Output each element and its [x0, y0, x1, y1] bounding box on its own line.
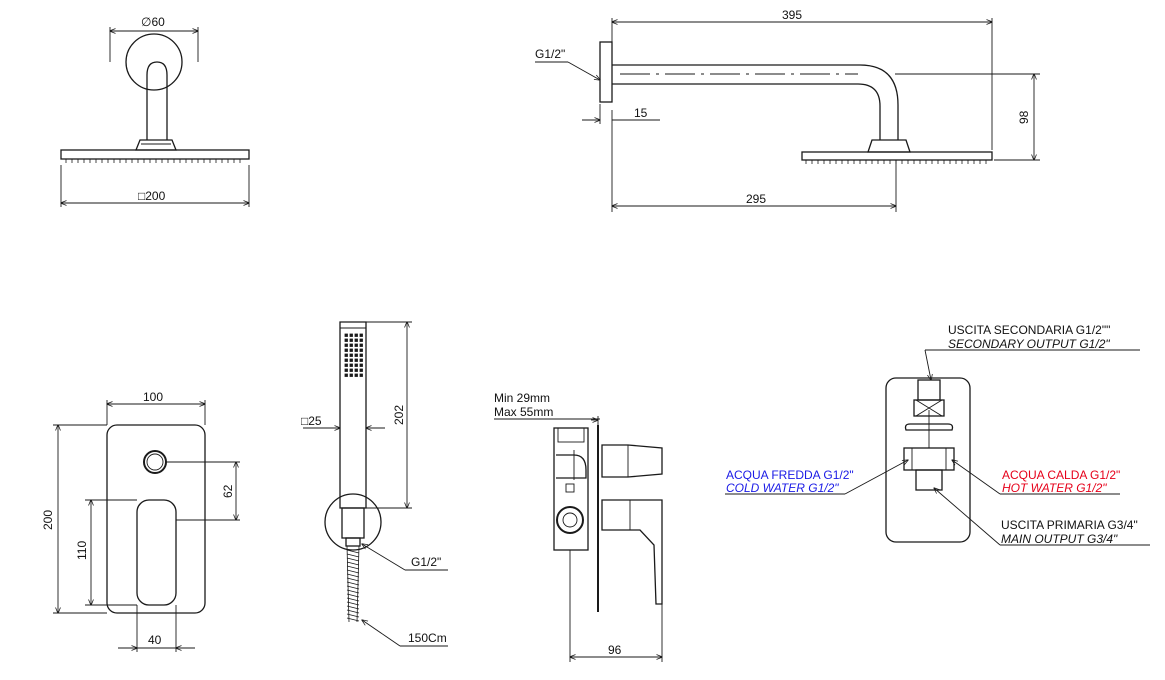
plate-width-label: 100 — [143, 390, 163, 404]
plate-front-view: 100 200 62 110 40 — [41, 390, 240, 652]
hot-label-en: HOT WATER G1/2" — [1002, 481, 1107, 495]
shower-head-side — [801, 151, 993, 161]
cold-label-en: COLD WATER G1/2" — [726, 481, 839, 495]
projection-label: 295 — [746, 192, 766, 206]
cover-plate — [106, 424, 206, 614]
wall-flange — [599, 41, 613, 103]
mixer-lever — [136, 499, 177, 606]
wall-flange-outline — [125, 33, 183, 91]
hand-square-label: □25 — [301, 414, 322, 428]
hot-label-it: ACQUA CALDA G1/2" — [1002, 468, 1120, 482]
arm-length-label: 395 — [782, 8, 802, 22]
hand-length-label: 202 — [392, 405, 406, 425]
hand-shower-view: 202 □25 G1/2" 150Cm — [301, 321, 448, 647]
secondary-outlet-fitting — [917, 379, 941, 401]
body-depth-label: 96 — [608, 643, 622, 657]
arm-collar — [135, 139, 177, 151]
connection-plate — [885, 377, 971, 543]
lever-height-label: 110 — [75, 541, 89, 560]
holder-bracket — [341, 507, 365, 539]
mixer-cartridge — [903, 447, 955, 471]
shower-arm — [612, 64, 899, 140]
lever-width-label: 40 — [148, 633, 162, 647]
arm-collar-side — [867, 139, 911, 153]
flange-label: 15 — [634, 106, 648, 120]
button-offset-label: 62 — [221, 484, 235, 498]
diverter-knob — [601, 444, 663, 478]
cold-label-it: ACQUA FREDDA G1/2" — [726, 468, 854, 482]
main-label-en: MAIN OUTPUT G3/4" — [1001, 532, 1118, 546]
main-outlet-fitting — [915, 469, 943, 491]
diameter-label: ∅60 — [141, 15, 165, 29]
arm-elbow — [146, 61, 168, 140]
shower-head-plate — [60, 149, 250, 160]
diverter-spindle — [904, 423, 954, 431]
bottom-outlet — [556, 506, 584, 534]
main-label-it: USCITA PRIMARIA G3/4" — [1001, 518, 1138, 532]
head-side-view: 98 395 295 15 G1/2" — [535, 8, 1040, 212]
mixer-handle — [601, 499, 663, 605]
body-side-view: Min 29mm Max 55mm 96 — [494, 391, 663, 662]
top-inlet — [556, 454, 587, 479]
head-front-view: ∅60 □200 — [60, 15, 250, 207]
hand-connection-label: G1/2" — [411, 555, 441, 569]
shower-hose — [346, 545, 360, 623]
valve-body — [553, 427, 589, 551]
connection-label: G1/2" — [535, 47, 565, 61]
hose-length-label: 150Cm — [408, 631, 447, 645]
secondary-label-en: SECONDARY OUTPUT G1/2" — [948, 337, 1110, 351]
depth-max-label: Max 55mm — [494, 405, 553, 419]
connections-view: USCITA SECONDARIA G1/2"" SECONDARY OUTPU… — [725, 323, 1150, 546]
wall-holder — [324, 493, 382, 551]
secondary-label-it: USCITA SECONDARIA G1/2"" — [948, 323, 1110, 337]
drop-label: 98 — [1017, 110, 1031, 124]
depth-min-label: Min 29mm — [494, 391, 550, 405]
plate-height-label: 200 — [41, 510, 55, 530]
head-width-label: □200 — [138, 189, 166, 203]
